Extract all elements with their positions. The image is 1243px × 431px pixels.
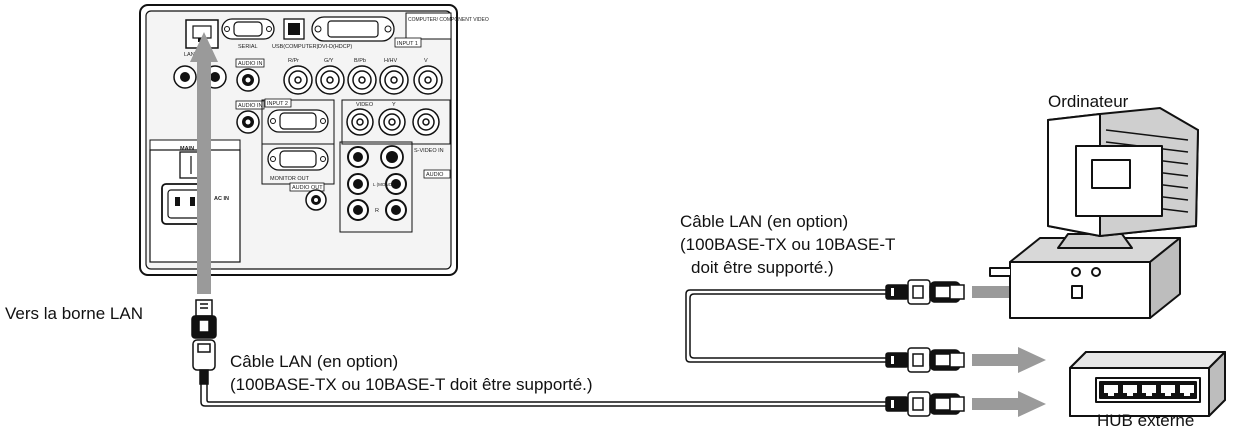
cable-bottom-label-line1: Câble LAN (en option) bbox=[230, 352, 399, 371]
panel-label-rpr: R/Pr bbox=[288, 58, 299, 64]
panel-label-main: MAIN bbox=[180, 146, 194, 152]
rca-audio-jacks bbox=[347, 173, 407, 221]
panel-label-audio-out: AUDIO OUT bbox=[292, 185, 323, 191]
panel-label-input1: INPUT 1 bbox=[397, 41, 418, 47]
audio-in2-jack bbox=[236, 110, 260, 134]
panel-label-lan: LAN bbox=[184, 52, 195, 58]
panel-label-r: R bbox=[375, 208, 379, 214]
panel-label-computer-component: COMPUTER/ COMPONENT VIDEO bbox=[408, 17, 489, 23]
lan-plug-projector bbox=[191, 299, 217, 385]
audio-out-jack bbox=[305, 189, 327, 211]
panel-label-hhv: H/HV bbox=[384, 58, 397, 64]
hub-illustration bbox=[1069, 351, 1226, 417]
panel-label-usb: USB(COMPUTER) bbox=[272, 44, 319, 50]
arrow-to-hub-2 bbox=[972, 391, 1046, 417]
lan-plug-hub-1 bbox=[885, 347, 965, 373]
cable-top-label-line3: doit être supporté.) bbox=[691, 258, 834, 277]
panel-label-y: Y bbox=[392, 102, 396, 108]
panel-label-l-mono: L (MONO) bbox=[373, 182, 394, 187]
rca-video-jack bbox=[347, 146, 369, 168]
panel-label-s-video-in: S-VIDEO IN bbox=[414, 148, 444, 154]
computer-illustration bbox=[989, 107, 1199, 319]
serial-port bbox=[221, 18, 275, 40]
bnc-connectors-row2 bbox=[346, 108, 440, 136]
computer-label: Ordinateur bbox=[1048, 92, 1129, 111]
audio-in1-jack bbox=[236, 68, 260, 92]
panel-label-video: VIDEO bbox=[356, 102, 374, 108]
projector-terminal-panel: LAN SERIAL USB(COMPUTER) DVI-D(HDCP) COM… bbox=[139, 4, 489, 276]
cable-top-label-line1: Câble LAN (en option) bbox=[680, 212, 849, 231]
bnc-connectors-row1 bbox=[283, 65, 443, 95]
lan-plug-hub-2 bbox=[885, 391, 965, 417]
panel-label-ac-in: AC IN bbox=[214, 196, 229, 202]
panel-label-serial: SERIAL bbox=[238, 44, 258, 50]
panel-label-monitor-out: MONITOR OUT bbox=[270, 176, 310, 182]
lan-cables bbox=[200, 289, 886, 407]
panel-label-audio: AUDIO bbox=[426, 172, 444, 178]
monitor-out-port bbox=[267, 147, 329, 171]
panel-label-dvi: DVI-D(HDCP) bbox=[318, 44, 352, 50]
panel-label-gy: G/Y bbox=[324, 58, 334, 64]
cable-top-label-line2: (100BASE-TX ou 10BASE-T bbox=[680, 235, 896, 254]
usb-port bbox=[283, 18, 305, 40]
ac-in-socket bbox=[161, 183, 209, 225]
cable-bottom-label-line2: (100BASE-TX ou 10BASE-T doit être suppor… bbox=[230, 375, 593, 394]
dvi-port bbox=[311, 16, 395, 42]
lan-plug-computer bbox=[885, 279, 965, 305]
hub-label: HUB externe bbox=[1097, 411, 1195, 430]
s-video-port bbox=[380, 145, 404, 169]
panel-label-v: V bbox=[424, 58, 428, 64]
arrow-to-hub-1 bbox=[972, 347, 1046, 373]
panel-label-audio-in2: AUDIO IN bbox=[238, 103, 262, 109]
panel-label-input2: INPUT 2 bbox=[267, 101, 288, 107]
panel-label-audio-in1: AUDIO IN bbox=[238, 61, 262, 67]
main-switch bbox=[179, 151, 203, 179]
lan-terminal-label: Vers la borne LAN bbox=[5, 304, 143, 323]
arrow-to-lan-port bbox=[190, 32, 218, 294]
panel-label-bpb: B/Pb bbox=[354, 58, 366, 64]
vga-input2-port bbox=[267, 109, 329, 133]
